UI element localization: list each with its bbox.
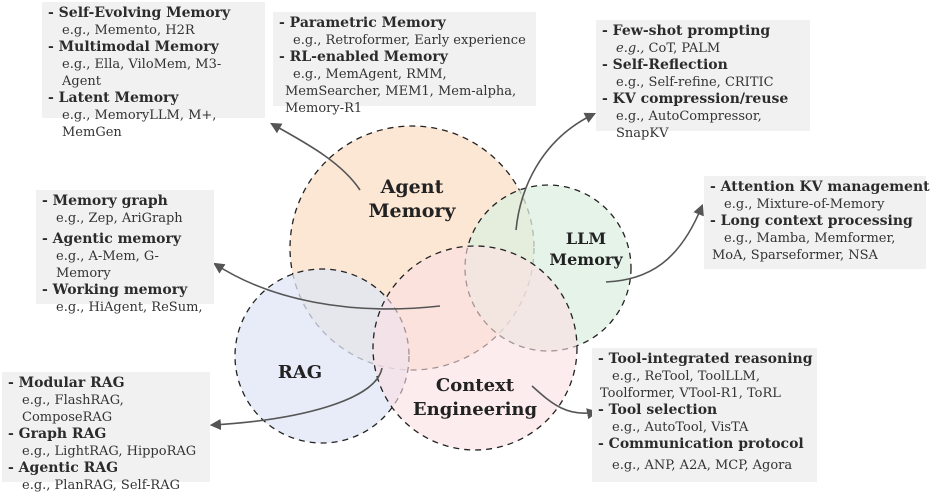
item-heading: - Attention KV management bbox=[710, 179, 930, 195]
diagram-canvas: Agent Memory LLM Memory RAG Context Engi… bbox=[209, 112, 704, 451]
llm-memory-label-line2: Memory bbox=[549, 250, 623, 269]
item-heading: - Parametric Memory bbox=[279, 15, 446, 31]
item-few-shot-prompting: - Few-shot prompting e.g., CoT, PALM bbox=[602, 23, 802, 57]
item-parametric-memory: - Parametric Memory e.g., Retroformer, E… bbox=[279, 15, 528, 49]
item-examples: e.g., AutoTool, VisTA bbox=[612, 420, 749, 435]
item-tool-selection: - Tool selection e.g., AutoTool, VisTA bbox=[598, 402, 809, 436]
context-engineering-label-line2: Engineering bbox=[413, 399, 538, 420]
item-examples: e.g., ANP, A2A, MCP, Agora bbox=[612, 458, 793, 473]
context-engineering-circle bbox=[372, 245, 578, 451]
item-long-context-processing: - Long context processing e.g., Mamba, M… bbox=[710, 213, 918, 264]
item-memory-graph: - Memory graph e.g., Zep, AriGraph bbox=[42, 193, 206, 227]
item-self-reflection: - Self-Reflection e.g., Self-refine, CRI… bbox=[602, 57, 802, 91]
item-examples: e.g., Ella, ViloMem, M3-Agent bbox=[62, 57, 222, 89]
item-latent-memory: - Latent Memory e.g., MemoryLLM, M+, Mem… bbox=[48, 90, 257, 141]
arrow-to-context-box bbox=[531, 385, 599, 420]
item-examples: e.g., ReTool, ToolLLM, Toolformer, VTool… bbox=[600, 369, 781, 401]
item-heading: - Working memory bbox=[42, 282, 188, 298]
item-examples: e.g., MemoryLLM, M+, MemGen bbox=[62, 108, 217, 140]
arrow-to-context-llm-box bbox=[515, 112, 597, 231]
item-heading: - Tool selection bbox=[598, 402, 718, 418]
eg-italic: e.g., bbox=[616, 41, 645, 56]
agent-memory-left-box: - Self-Evolving Memory e.g., Memento, H2… bbox=[42, 2, 265, 140]
arrow-to-agent-memory-box bbox=[270, 122, 361, 191]
item-heading: - Communication protocol bbox=[598, 436, 804, 452]
item-examples: e.g., CoT, PALM bbox=[602, 40, 802, 57]
item-examples: e.g., Mixture-of-Memory bbox=[724, 197, 885, 212]
item-self-evolving-memory: - Self-Evolving Memory e.g., Memento, H2… bbox=[48, 5, 257, 39]
arrow-to-rag-box bbox=[209, 367, 383, 431]
agent-memory-label-line2: Memory bbox=[369, 200, 457, 222]
item-heading: - Memory graph bbox=[42, 193, 168, 209]
item-graph-rag: - Graph RAG e.g., LightRAG, HippoRAG bbox=[8, 426, 202, 460]
item-examples: e.g., A-Mem, G-Memory bbox=[56, 249, 159, 281]
item-examples: e.g., Retroformer, Early experience bbox=[293, 33, 526, 48]
item-examples: e.g., Self-refine, CRITIC bbox=[616, 75, 774, 90]
item-examples: e.g., FlashRAG, ComposeRAG bbox=[22, 393, 124, 425]
agent-memory-label-line1: Agent bbox=[380, 176, 444, 198]
item-examples: e.g., LightRAG, HippoRAG bbox=[22, 444, 197, 459]
item-heading: - Self-Evolving Memory bbox=[48, 5, 231, 21]
item-heading: - KV compression/reuse bbox=[602, 91, 789, 107]
item-examples: e.g., PlanRAG, Self-RAG bbox=[22, 478, 180, 493]
item-multimodal-memory: - Multimodal Memory e.g., Ella, ViloMem,… bbox=[48, 39, 257, 90]
item-working-memory: - Working memory e.g., HiAgent, ReSum, bbox=[42, 282, 206, 316]
item-examples: e.g., Memento, H2R bbox=[62, 23, 195, 38]
context-llm-box: - Few-shot prompting e.g., CoT, PALM - S… bbox=[596, 20, 810, 141]
item-modular-rag: - Modular RAG e.g., FlashRAG, ComposeRAG bbox=[8, 375, 202, 426]
item-agentic-rag: - Agentic RAG e.g., PlanRAG, Self-RAG bbox=[8, 460, 202, 494]
item-heading: - Latent Memory bbox=[48, 90, 179, 106]
item-examples: e.g., HiAgent, ReSum, bbox=[56, 300, 203, 315]
item-examples-text: CoT, PALM bbox=[644, 41, 721, 56]
rag-label: RAG bbox=[278, 362, 322, 383]
rag-box: - Modular RAG e.g., FlashRAG, ComposeRAG… bbox=[2, 372, 210, 493]
agent-memory-right-box: - Parametric Memory e.g., Retroformer, E… bbox=[273, 12, 536, 116]
item-communication-protocol: - Communication protocol e.g., ANP, A2A,… bbox=[598, 436, 809, 474]
item-heading: - RL-enabled Memory bbox=[279, 49, 448, 65]
item-agentic-memory: - Agentic memory e.g., A-Mem, G-Memory bbox=[42, 231, 206, 282]
item-examples: e.g., AutoCompressor, SnapKV bbox=[616, 109, 762, 141]
item-rl-enabled-memory: - RL-enabled Memory e.g., MemAgent, RMM,… bbox=[279, 49, 528, 117]
item-heading: - Self-Reflection bbox=[602, 57, 728, 73]
item-heading: - Few-shot prompting bbox=[602, 23, 771, 39]
context-engineering-box: - Tool-integrated reasoning e.g., ReTool… bbox=[592, 348, 817, 482]
context-engineering-label-line1: Context bbox=[436, 375, 515, 396]
item-examples: e.g., Zep, AriGraph bbox=[56, 211, 183, 226]
arrow-to-agent-rag-box bbox=[213, 262, 441, 310]
item-heading: - Agentic RAG bbox=[8, 460, 119, 476]
arrow-to-llm-memory-box bbox=[605, 203, 704, 283]
agent-rag-box: - Memory graph e.g., Zep, AriGraph - Age… bbox=[36, 190, 214, 315]
item-heading: - Long context processing bbox=[710, 213, 913, 229]
llm-memory-label-line1: LLM bbox=[566, 229, 606, 248]
item-examples: e.g., MemAgent, RMM, MemSearcher, MEM1, … bbox=[285, 67, 517, 116]
item-tool-integrated-reasoning: - Tool-integrated reasoning e.g., ReTool… bbox=[598, 351, 813, 402]
item-heading: - Tool-integrated reasoning bbox=[598, 351, 813, 367]
item-heading: - Graph RAG bbox=[8, 426, 107, 442]
item-kv-compression: - KV compression/reuse e.g., AutoCompres… bbox=[602, 91, 802, 142]
item-examples: e.g., Mamba, Memformer, MoA, Sparseforme… bbox=[712, 231, 896, 263]
item-attention-kv-management: - Attention KV management e.g., Mixture-… bbox=[710, 179, 930, 213]
item-heading: - Multimodal Memory bbox=[48, 39, 219, 55]
item-heading: - Agentic memory bbox=[42, 231, 181, 247]
item-heading: - Modular RAG bbox=[8, 375, 125, 391]
llm-memory-box: - Attention KV management e.g., Mixture-… bbox=[704, 176, 930, 269]
